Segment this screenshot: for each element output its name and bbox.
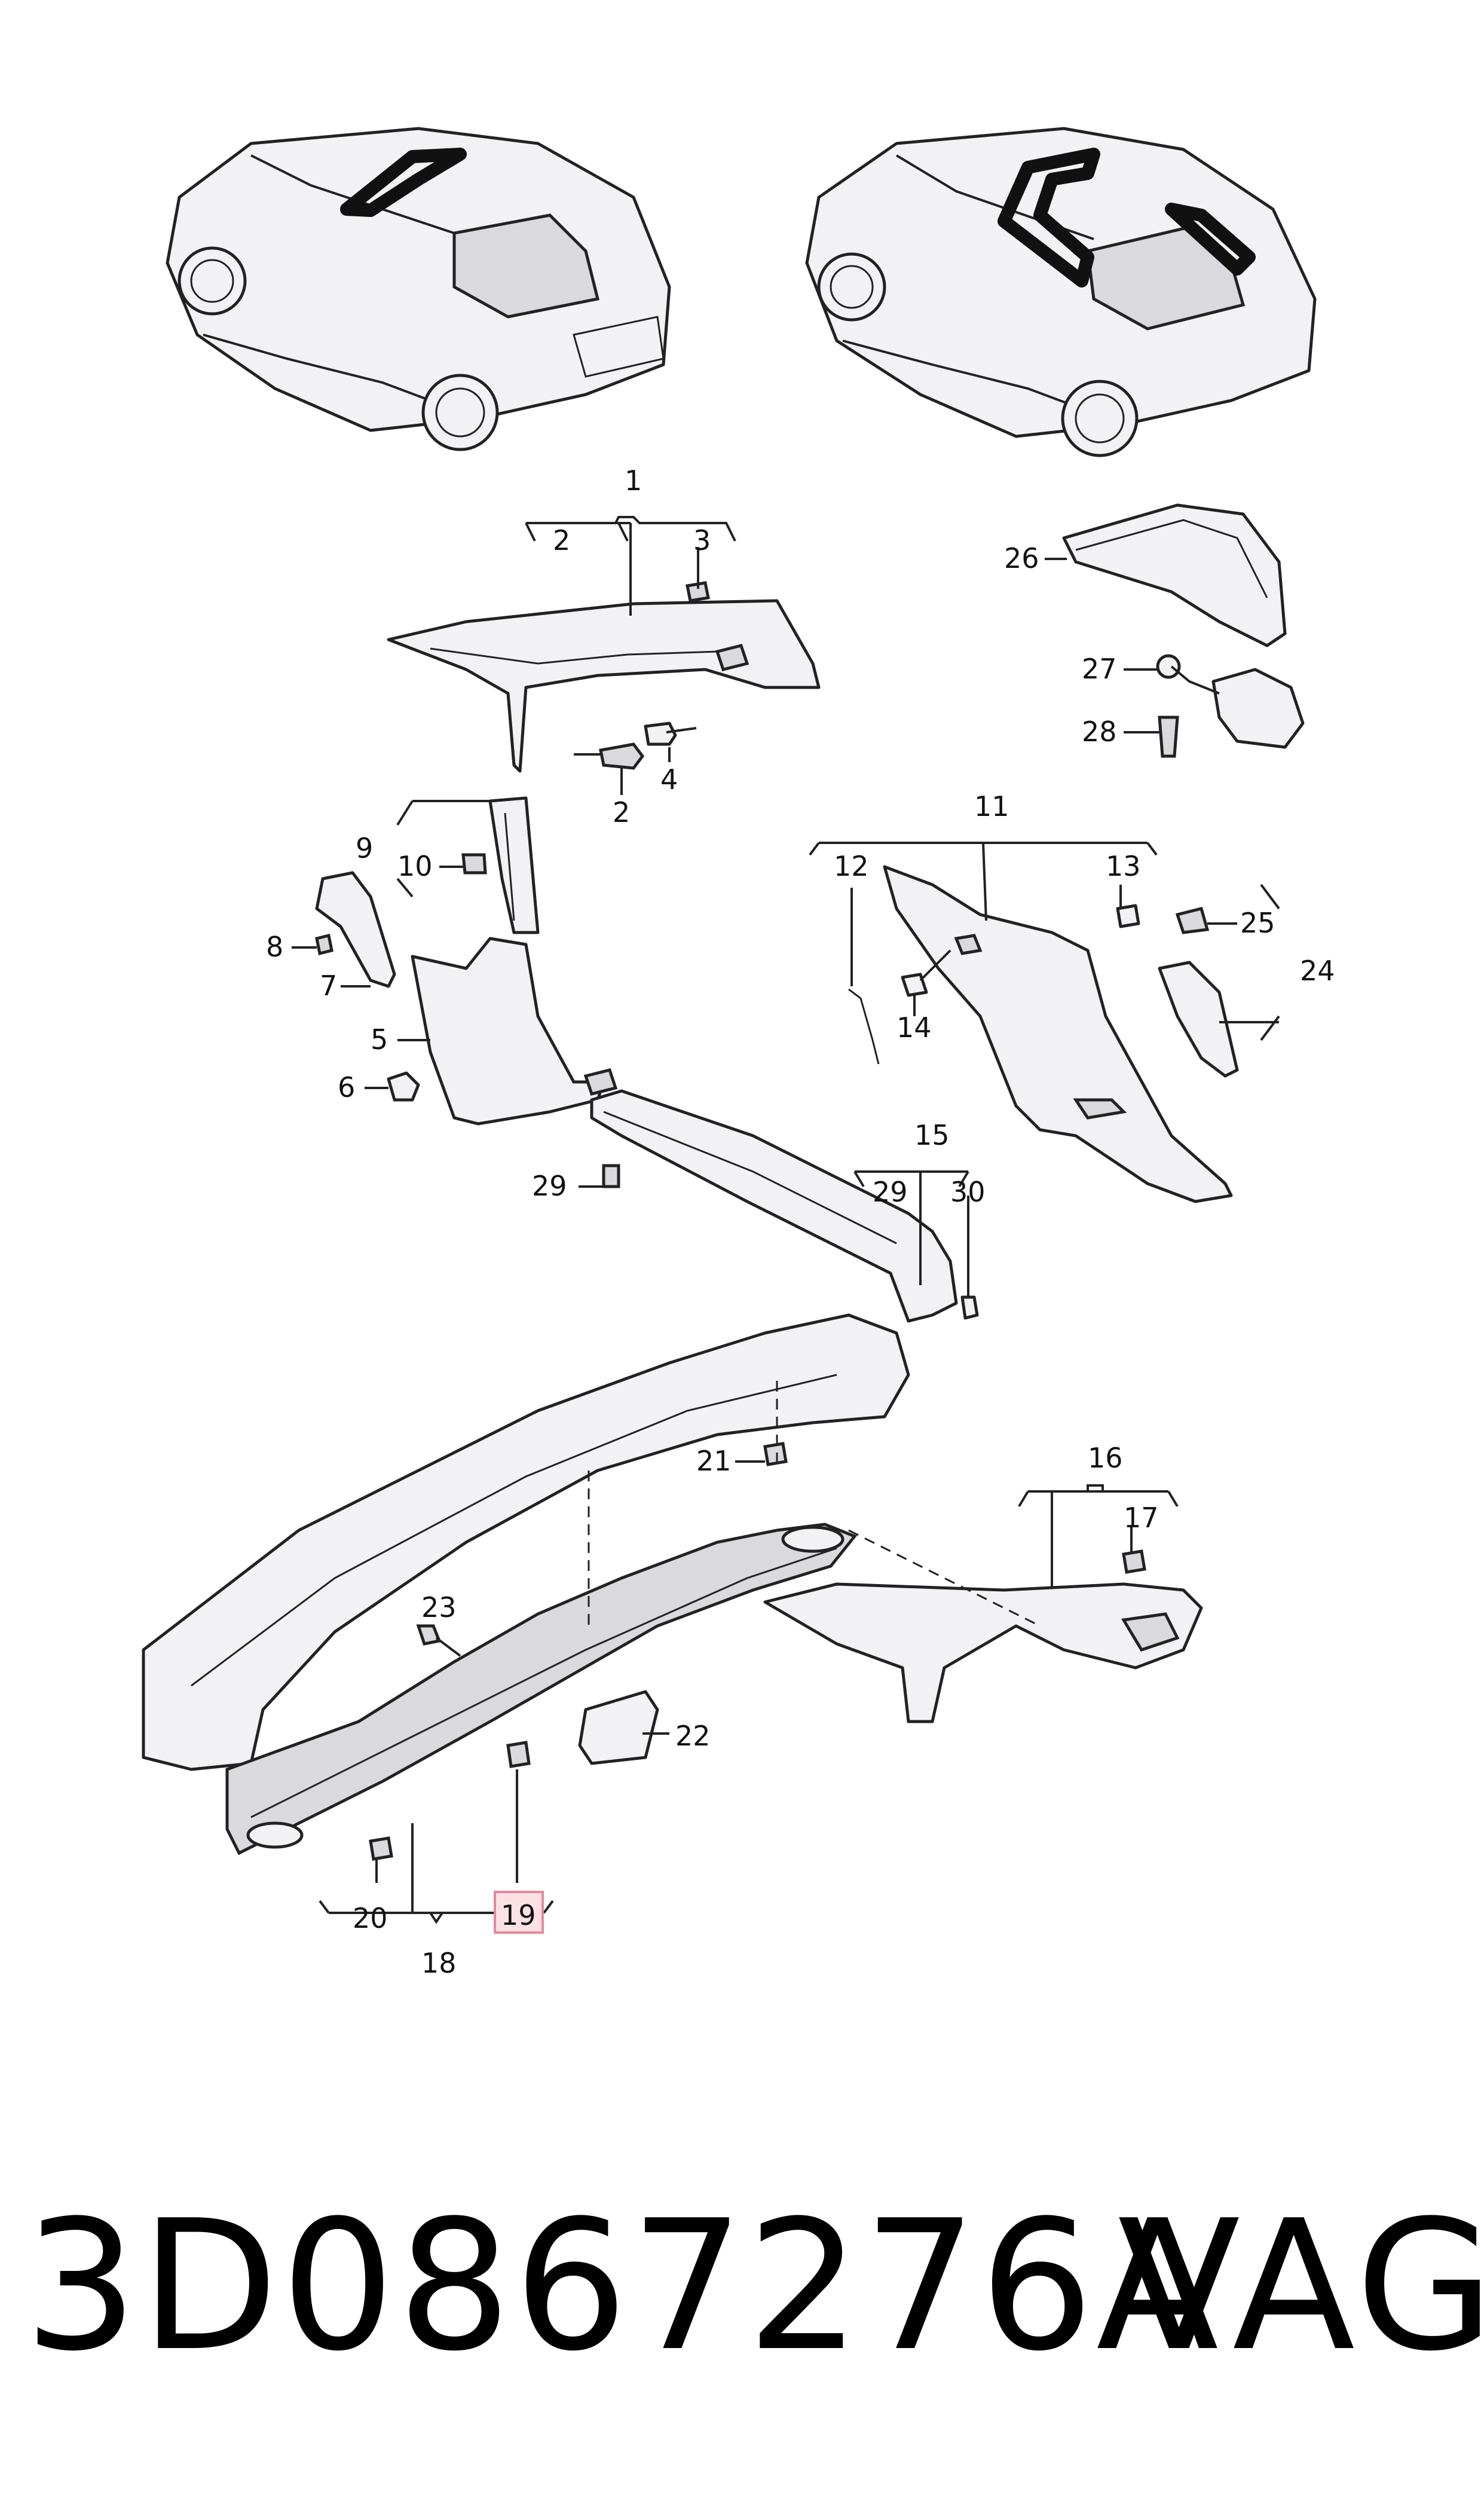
callout-24: 24	[1300, 955, 1335, 987]
callout-13: 13	[1106, 850, 1141, 882]
callout-29-right: 29	[873, 1176, 908, 1208]
part-number: 3D0867276A	[24, 2182, 1222, 2390]
car-illustration-right	[805, 127, 1317, 457]
callout-11: 11	[974, 790, 1009, 823]
callout-10: 10	[397, 850, 433, 882]
brand-label: VAG	[1118, 2182, 1484, 2390]
car-illustration-left	[166, 127, 671, 451]
part-group-15	[579, 1089, 979, 1323]
footer: 3D0867276A VAG	[24, 2182, 1484, 2391]
part-group-18	[142, 1313, 910, 1924]
callout-8: 8	[266, 931, 283, 963]
callout-29-left: 29	[532, 1170, 567, 1202]
part-group-16	[763, 1484, 1203, 1723]
callout-23: 23	[421, 1591, 457, 1624]
callout-14: 14	[896, 1011, 932, 1044]
part-group-9	[396, 796, 540, 934]
callout-22: 22	[675, 1720, 711, 1752]
callout-16: 16	[1088, 1442, 1123, 1474]
callout-15: 15	[914, 1119, 950, 1151]
highlight-box-19	[494, 1891, 544, 1934]
callout-9: 9	[356, 832, 373, 864]
callout-5: 5	[371, 1023, 388, 1056]
callout-28: 28	[1082, 716, 1117, 748]
callout-30: 30	[950, 1176, 986, 1208]
part-group-1	[387, 516, 821, 795]
part-group-26-28	[1045, 503, 1305, 758]
callout-3: 3	[693, 524, 711, 557]
callout-labels: 1 2 3 4 2 9 10 8 7 5 6 29 11 12 13 14 25…	[266, 464, 1335, 1979]
callout-2-bottom: 2	[613, 796, 630, 829]
callout-27: 27	[1082, 653, 1117, 685]
callout-19: 19	[501, 1899, 536, 1931]
callout-26: 26	[1004, 542, 1039, 574]
callout-4: 4	[660, 763, 678, 796]
callout-2-top: 2	[553, 524, 570, 557]
callout-17: 17	[1124, 1502, 1159, 1534]
callout-12: 12	[834, 850, 869, 882]
callout-6: 6	[338, 1071, 355, 1103]
callout-1: 1	[625, 464, 642, 497]
part-group-5-8	[292, 871, 618, 1126]
part-group-24	[1158, 883, 1280, 1078]
callout-21: 21	[696, 1445, 732, 1477]
callout-7: 7	[320, 970, 337, 1002]
callout-20: 20	[353, 1902, 388, 1934]
callout-18: 18	[421, 1947, 457, 1979]
part-group-11	[809, 842, 1233, 1203]
callout-25: 25	[1240, 907, 1275, 939]
